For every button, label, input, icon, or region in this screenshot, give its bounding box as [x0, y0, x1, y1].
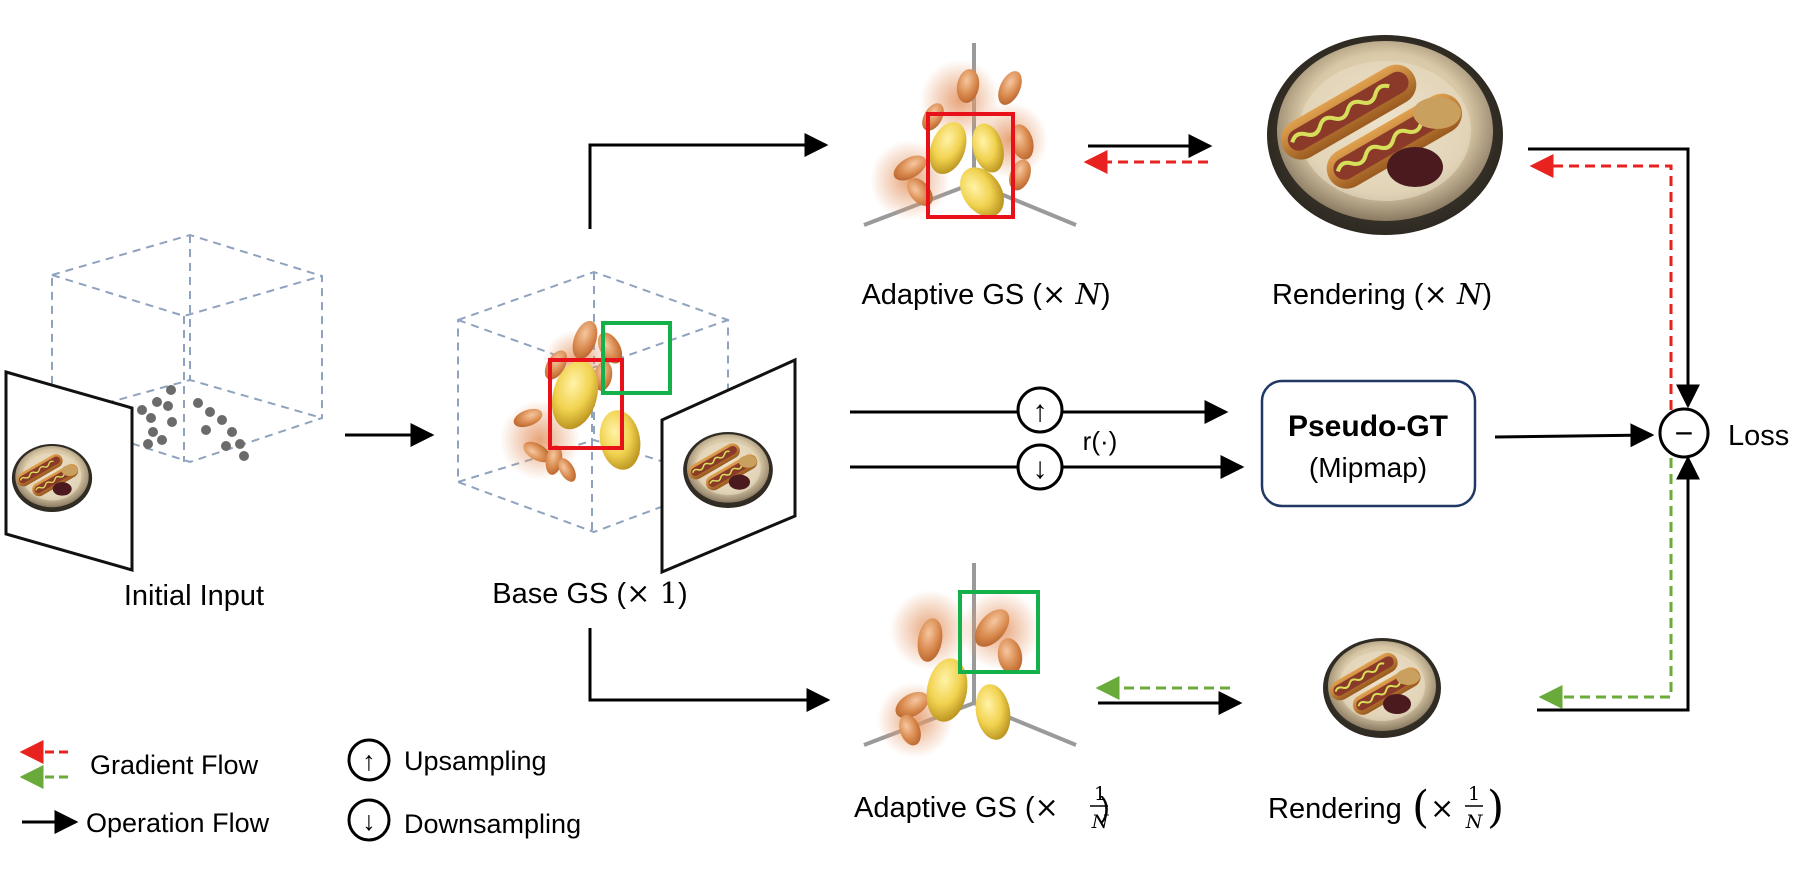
- gradient-loss-to-rendering-down: [1538, 458, 1673, 709]
- gradient-loss-to-rendering-up: [1529, 154, 1673, 410]
- adaptive-down-gold-gaussians: [926, 658, 1011, 740]
- base-gs-red-highlight-box: [548, 358, 624, 450]
- adaptive-gs-up-label: Adaptive GS (× N): [861, 277, 1110, 311]
- rendering-down-label: Rendering ( × 1 N ): [1268, 782, 1504, 833]
- arrow-base-to-adaptive-down: [588, 628, 831, 712]
- legend-operation-flow: Operation Flow: [22, 808, 270, 838]
- input-image-thumbnail: [11, 443, 93, 513]
- adaptive-gs-up-cluster: [862, 41, 1078, 227]
- base-gs-label: Base GS (× 1): [492, 576, 687, 610]
- pseudo-gt-subtitle: (Mipmap): [1309, 452, 1427, 483]
- initial-input-cube: [4, 233, 323, 572]
- initial-input-label: Initial Input: [124, 580, 264, 612]
- svg-text:N: N: [1465, 811, 1484, 833]
- svg-text:): ): [1100, 792, 1110, 824]
- legend-downsampling-label: Downsampling: [404, 809, 581, 839]
- legend-downsampling: ↓ Downsampling: [347, 798, 581, 842]
- svg-text:): ): [1487, 782, 1504, 833]
- rendering-down-image: [1322, 637, 1442, 739]
- svg-text:×: ×: [1430, 791, 1454, 825]
- input-image-frame: [4, 370, 134, 572]
- arrow-base-to-adaptive-up: [588, 133, 829, 229]
- base-gs-green-highlight-box: [601, 321, 672, 395]
- legend-upsampling-label: Upsampling: [404, 746, 547, 776]
- down-arrow-symbol: ↓: [1033, 452, 1048, 485]
- adaptive-down-orange-gaussians: [877, 590, 1040, 758]
- arrow-pseudo-gt-to-loss: [1494, 423, 1655, 448]
- adaptive-down-green-highlight-box: [958, 590, 1040, 674]
- minus-symbol: −: [1675, 415, 1694, 451]
- downsampling-operator: ↓: [1016, 443, 1064, 491]
- svg-text:1: 1: [1094, 783, 1106, 805]
- pseudo-gt-title: Pseudo-GT: [1288, 410, 1448, 443]
- legend-gradient-flow-label: Gradient Flow: [90, 750, 259, 780]
- svg-text:(: (: [1412, 782, 1429, 833]
- svg-text:N: N: [1091, 811, 1110, 833]
- point-cloud: [137, 385, 249, 461]
- resample-operator-label: r(·): [1083, 426, 1118, 456]
- legend: Gradient Flow Operation Flow ↑ Upsamplin…: [19, 738, 581, 842]
- base-gs-cube: [457, 270, 797, 575]
- legend-upsampling: ↑ Upsampling: [347, 738, 547, 782]
- adaptive-up-gold-gaussians: [929, 121, 1004, 217]
- legend-gradient-flow: Gradient Flow: [19, 740, 259, 789]
- arrow-rendering-up-to-loss: [1528, 147, 1700, 409]
- legend-operation-flow-label: Operation Flow: [86, 808, 270, 838]
- loss-label: Loss: [1728, 420, 1789, 452]
- adaptive-up-red-highlight-box: [926, 112, 1015, 219]
- svg-text:1: 1: [1468, 783, 1480, 805]
- adaptive-gs-down-label: Adaptive GS (× ) 1 N: [854, 783, 1110, 833]
- svg-text:Rendering: Rendering: [1268, 793, 1402, 825]
- svg-text:↑: ↑: [362, 746, 376, 776]
- arrow-rendering-down-to-loss: [1537, 455, 1700, 712]
- svg-text:↓: ↓: [362, 806, 376, 836]
- up-arrow-symbol: ↑: [1033, 395, 1048, 428]
- base-gs-image-frame: [660, 357, 797, 575]
- adaptive-gs-down-cluster: [862, 561, 1078, 758]
- svg-text:Adaptive GS (×: Adaptive GS (×: [854, 790, 1059, 824]
- rendering-up-label: Rendering (× N): [1272, 277, 1492, 311]
- pseudo-gt-box: Pseudo-GT (Mipmap): [1260, 379, 1477, 508]
- rendering-up-image: [1265, 33, 1505, 237]
- upsampling-operator: ↑: [1016, 386, 1064, 434]
- base-gs-image-thumbnail: [682, 431, 774, 509]
- loss-operator: −: [1658, 407, 1710, 459]
